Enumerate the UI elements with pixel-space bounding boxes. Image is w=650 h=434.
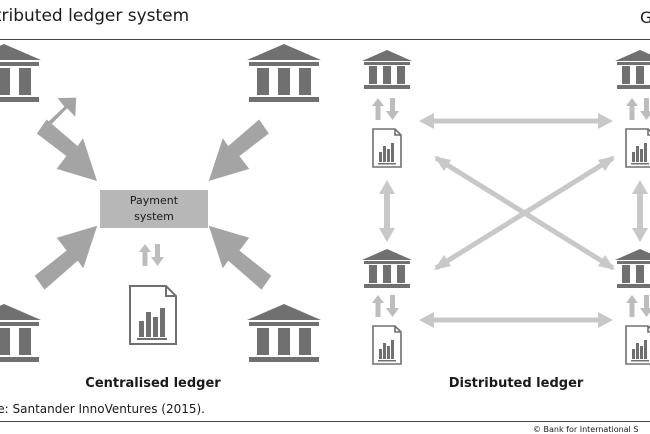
sync-arrows-top-left <box>372 98 399 120</box>
sync-arrows-bottom-right <box>626 295 650 317</box>
payment-system-box: Payment system <box>100 190 208 228</box>
sync-arrows-central <box>139 244 164 266</box>
bank-icon-dist-top-left <box>362 50 412 89</box>
connection-arrows <box>379 113 648 328</box>
bank-icon-top-left <box>0 44 41 102</box>
ledger-icon-central <box>129 285 177 345</box>
arrow-top-left <box>36 119 97 181</box>
top-rule <box>0 39 650 40</box>
sync-arrows-bottom-left <box>372 295 399 317</box>
bank-icon-dist-bottom-left <box>362 249 412 288</box>
copyright-note: © Bank for International S <box>533 425 639 434</box>
sync-arrows-top-right <box>626 98 650 120</box>
caption-centralised: Centralised ledger <box>85 376 221 391</box>
bank-icon-top-right <box>247 44 321 102</box>
payment-system-label-line2: system <box>134 210 174 223</box>
arrow-bottom-right <box>208 225 272 290</box>
bank-icon-dist-bottom-right <box>615 249 650 288</box>
figure-title: stributed ledger system <box>0 6 190 26</box>
ledger-icon-dist-bottom-left <box>372 325 402 365</box>
bank-icon-dist-top-right <box>615 50 650 89</box>
ledger-icon-dist-bottom-right <box>625 325 650 365</box>
figure-number: G <box>640 8 650 27</box>
caption-distributed: Distributed ledger <box>448 376 584 391</box>
ledger-icon-dist-top-right <box>625 128 650 168</box>
bank-icon-bottom-right <box>247 304 321 362</box>
payment-system-label-line1: Payment <box>129 194 179 207</box>
bank-icon-bottom-left <box>0 304 41 362</box>
arrow-top-right <box>208 119 269 181</box>
ledger-icon-dist-top-left <box>372 128 402 168</box>
bottom-rule <box>0 421 650 422</box>
source-note: rce: Santander InnoVentures (2015). <box>0 402 205 416</box>
arrow-bottom-left <box>34 225 98 290</box>
